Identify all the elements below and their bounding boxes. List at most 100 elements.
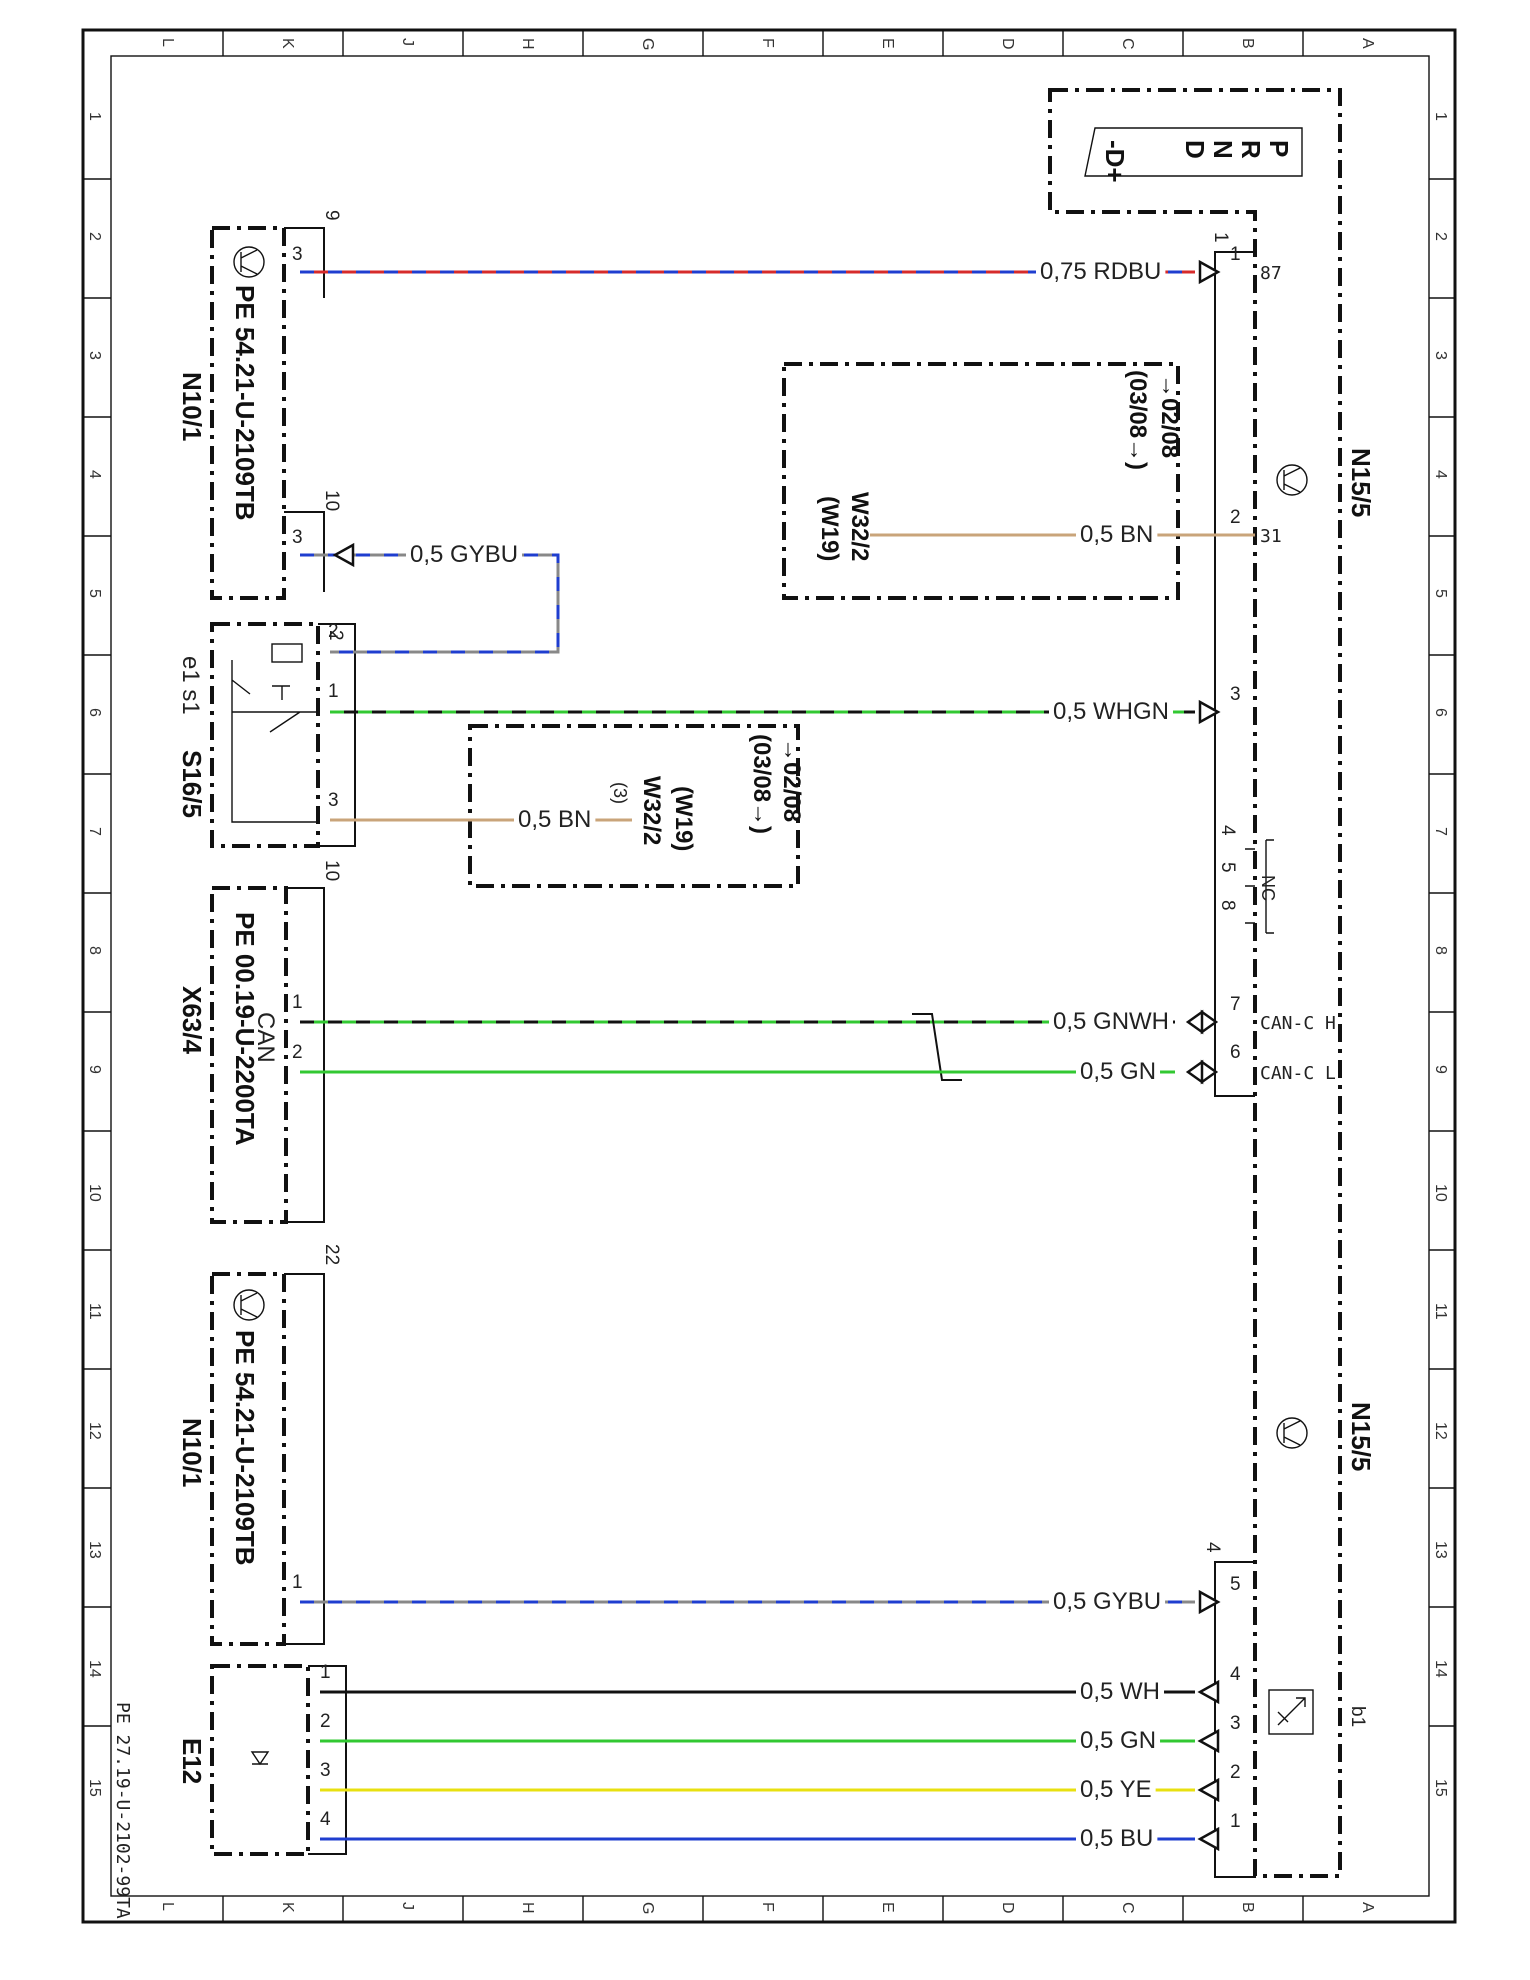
n15-5-label-bottom: N15/5 <box>1346 1402 1376 1471</box>
wire-label: 0,5 GYBU <box>410 541 518 568</box>
n10-1-top-outline <box>210 226 286 600</box>
grid-column-label: K <box>279 1902 296 1913</box>
pin-signal: CAN-C L <box>1260 1063 1336 1084</box>
wire-label-bg <box>1049 1008 1174 1035</box>
s16-5-label: S16/5 <box>177 750 207 818</box>
pin-number: 1 <box>1230 1811 1241 1832</box>
pin-number: 2 <box>292 1042 303 1063</box>
grid-column-label: E <box>879 38 896 49</box>
pin-number: 2 <box>320 1711 331 1732</box>
grid-column-label: C <box>1119 38 1136 50</box>
grid-row-label: 3 <box>86 351 103 360</box>
svg-text:5: 5 <box>1217 862 1238 873</box>
svg-text:4: 4 <box>1217 825 1238 836</box>
svg-text:-D+: -D+ <box>1100 140 1130 183</box>
grid-row-label: 10 <box>86 1184 103 1202</box>
grid-column-label: D <box>999 1902 1016 1914</box>
grid-row-label: 9 <box>1432 1065 1449 1074</box>
grid-row-label: 14 <box>86 1660 103 1678</box>
connector-number: 4 <box>1202 1542 1223 1553</box>
connector-arrow-icon <box>332 542 355 568</box>
w32-2-lower-box <box>468 724 800 888</box>
grid-row-label: 1 <box>86 112 103 121</box>
e12-connector <box>308 1665 347 1855</box>
grid-column-label: H <box>519 1902 536 1914</box>
svg-text:P: P <box>1264 140 1294 157</box>
grid-column-label: L <box>159 38 176 47</box>
wire-label-bg <box>1076 1058 1161 1085</box>
pin-number: 3 <box>320 1760 331 1781</box>
document-id: PE 27.19-U-2102-99TA <box>112 1702 133 1919</box>
wire-label: 0,5 GNWH <box>1053 1008 1169 1035</box>
n15-5-connector-1 <box>1214 251 1255 1097</box>
led-icon <box>250 1751 270 1766</box>
wire-label-bg <box>1076 1825 1158 1852</box>
w32-2-lower-pin: (3) <box>610 782 630 804</box>
connector-number: 9 <box>321 210 342 221</box>
grid-row-label: 14 <box>1432 1660 1449 1678</box>
grid-row-label: 11 <box>1432 1303 1449 1320</box>
pin-number: 5 <box>1230 1574 1241 1595</box>
w32-2-upper-label: W32/2 <box>846 492 873 561</box>
connector-arrow-icon <box>1185 1059 1219 1085</box>
unused-pins: 4 5 8 NC <box>1217 825 1278 934</box>
svg-text:D: D <box>1180 140 1210 159</box>
grid-row-label: 2 <box>1432 232 1449 241</box>
wire: 0,5 BN3 <box>328 790 632 833</box>
grid-column-label: B <box>1239 38 1256 49</box>
temperature-sensor-icon <box>1268 1689 1314 1735</box>
grid-row-label: 7 <box>1432 827 1449 836</box>
wire-label-bg <box>1049 698 1174 725</box>
transistor-icon <box>233 246 265 278</box>
x63-4-reference: PE 00.19-U-2200TA <box>230 912 260 1146</box>
grid-column-label: F <box>759 38 776 48</box>
x63-4-can-label: CAN <box>252 1012 279 1063</box>
s16-5-connector <box>318 623 356 847</box>
s16-5-parts: e1 s1 <box>177 656 204 715</box>
grid-column-label: J <box>399 38 416 46</box>
grid-column-label: G <box>639 1902 656 1914</box>
grid-column-label: H <box>519 38 536 50</box>
switch-icon <box>231 643 318 823</box>
grid-row-label: 5 <box>1432 589 1449 598</box>
grid-column-label: F <box>759 1902 776 1912</box>
wire-label-bg <box>1076 1727 1161 1754</box>
grid-column-label: B <box>1239 1902 1256 1913</box>
pin-number: 1 <box>320 1662 331 1683</box>
transistor-icon <box>233 1289 265 1321</box>
wire-label: 0,5 GN <box>1080 1058 1156 1085</box>
pin-number: 7 <box>1230 994 1241 1015</box>
connector-arrow-icon <box>1197 1728 1220 1754</box>
w32-2-upper-sub: (W19) <box>816 496 843 561</box>
w32-2-lower-sub: (W19) <box>670 786 697 851</box>
grid-row-label: 8 <box>1432 946 1449 955</box>
inner-frame <box>110 55 1430 1897</box>
n15-5-label-top: N15/5 <box>1346 448 1376 517</box>
grid-column-label: A <box>1359 1902 1376 1913</box>
grid-row-label: 15 <box>86 1779 103 1797</box>
e12-outline <box>210 1664 310 1856</box>
grid-row-label: 6 <box>86 708 103 717</box>
connector-arrow-icon <box>1197 1826 1220 1852</box>
grid-row-label: 2 <box>86 232 103 241</box>
b1-label: b1 <box>1347 1706 1368 1727</box>
grid-column-label: G <box>639 38 656 50</box>
pin-number: 1 <box>1230 244 1241 265</box>
connector-number: 2 <box>325 630 346 641</box>
wire-label-bg <box>406 541 523 568</box>
wire-label-bg <box>1076 1678 1165 1705</box>
wire-label: 0,5 WH <box>1080 1678 1160 1705</box>
pin-number: 2 <box>1230 1762 1241 1783</box>
connector-arrow-icon <box>1198 1589 1221 1615</box>
